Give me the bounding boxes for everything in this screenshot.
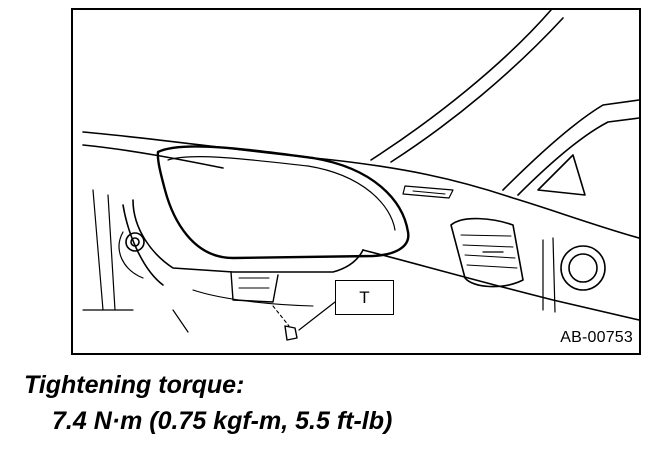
mirror-triangle [537, 154, 586, 196]
harness [118, 231, 144, 279]
dash-top [82, 131, 639, 239]
torque-value: 7.4 N·m (0.75 kgf-m, 5.5 ft-lb) [52, 407, 393, 435]
center-vent [450, 217, 524, 288]
windshield-edge-inner [390, 17, 564, 163]
airbag-lid-inner [167, 156, 396, 231]
callout-box: T [335, 280, 394, 315]
figure-id: AB-00753 [560, 329, 633, 346]
bolt [284, 325, 298, 341]
lower-dash [362, 249, 639, 321]
module-housing [132, 199, 364, 273]
door-frame [502, 99, 639, 191]
dashboard-line-drawing [82, 10, 639, 341]
bracket-inner [238, 277, 270, 289]
steering-column [92, 189, 116, 311]
door-frame-inner [517, 117, 639, 196]
connector [125, 232, 145, 252]
torque-heading: Tightening torque: [24, 371, 245, 399]
side-vent-ring [560, 245, 606, 291]
callout-label: T [359, 287, 370, 307]
windshield-edge [370, 10, 552, 161]
bolt-leader [272, 305, 290, 327]
airbag-lid [156, 145, 410, 260]
upper-vent [402, 185, 454, 199]
callout-leader [298, 301, 336, 331]
airbag-module-illustration: T AB-00753 [71, 8, 641, 355]
mounting-bracket [230, 271, 279, 303]
